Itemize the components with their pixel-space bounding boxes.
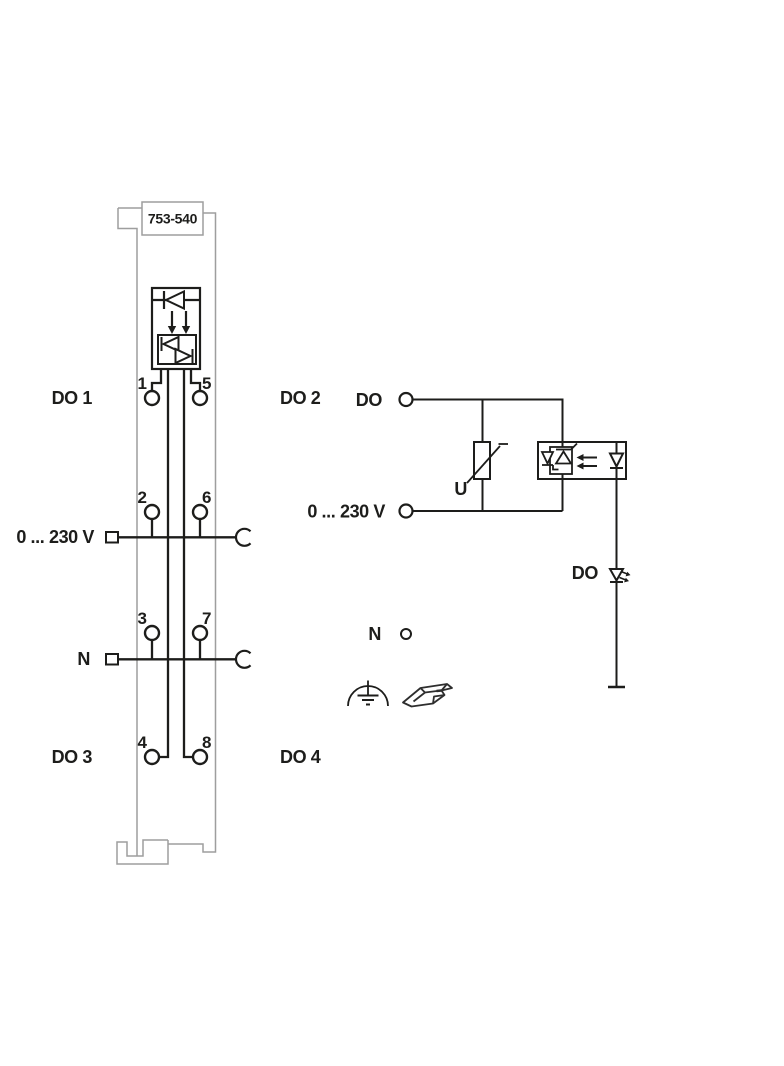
opto-led-icon	[608, 452, 625, 469]
triac-icon	[157, 334, 197, 365]
terminal-number-4: 4	[138, 733, 148, 752]
terminal-number-8: 8	[202, 733, 211, 752]
wire-do4	[182, 369, 193, 759]
module-housing-outline	[116, 207, 217, 865]
bus-label-neutral: N	[77, 649, 90, 669]
din-rail-icon	[402, 683, 453, 708]
schematic-live-terminal	[398, 503, 414, 519]
schematic-do-label: DO	[356, 390, 383, 410]
led-triac-box	[150, 286, 202, 371]
schematic-live-label: 0 ... 230 V	[307, 502, 385, 522]
triac-icon	[540, 442, 578, 471]
continuation-arc-icon	[234, 527, 252, 547]
status-led-icon	[608, 568, 625, 583]
part-number: 753-540	[148, 211, 198, 227]
terminal-number-1: 1	[138, 374, 147, 393]
light-arrows-down-icon	[167, 311, 191, 334]
terminal-number-7: 7	[202, 609, 211, 628]
bus-label-live: 0 ... 230 V	[16, 527, 94, 547]
channel-label-do2: DO 2	[280, 388, 321, 408]
status-led-label: DO	[572, 563, 599, 583]
schematic-neutral-terminal	[400, 628, 412, 640]
do-conductor	[412, 398, 564, 442]
channel-label-do4: DO 4	[280, 747, 321, 767]
terminal-2	[143, 503, 161, 521]
wire-do3	[159, 369, 170, 759]
terminal-4	[143, 748, 161, 766]
equivalent-circuit: DO 0 ... 230 V U	[307, 390, 631, 708]
bus-terminal-square-icon	[105, 531, 119, 544]
functional-earth-icon	[347, 680, 389, 707]
terminal-number-5: 5	[202, 374, 211, 393]
terminal-3	[143, 624, 161, 642]
varistor: U	[454, 399, 508, 511]
terminal-5	[191, 389, 209, 407]
part-number-box	[141, 201, 204, 236]
channel-labels: DO 1 DO 2 DO 3 DO 4	[52, 388, 322, 767]
terminals	[143, 389, 209, 766]
optocoupler-box	[537, 441, 627, 687]
diode-icon	[163, 289, 185, 311]
terminal-6	[191, 503, 209, 521]
neutral-bus: N	[77, 649, 252, 669]
terminal-number-3: 3	[138, 609, 147, 628]
terminal-number-6: 6	[202, 488, 211, 507]
internal-wires	[150, 369, 202, 759]
terminal-number-2: 2	[138, 488, 147, 507]
terminal-8	[191, 748, 209, 766]
wire-do1	[150, 369, 163, 391]
schematic-do-terminal	[398, 391, 414, 408]
bus-terminal-square-icon	[105, 653, 119, 666]
schematic-neutral-label: N	[368, 624, 381, 644]
module-header: 753-540	[141, 201, 204, 236]
live-bus: 0 ... 230 V	[16, 527, 252, 547]
varistor-label: U	[454, 479, 467, 499]
light-arrows-left-icon	[576, 454, 597, 470]
terminal-numbers: 1 5 2 6 3 7 4 8	[138, 374, 212, 752]
terminal-1	[143, 389, 161, 407]
module-outline	[116, 207, 217, 865]
terminal-7	[191, 624, 209, 642]
wire-do2	[189, 369, 202, 391]
continuation-arc-icon	[234, 649, 252, 669]
channel-label-do3: DO 3	[52, 747, 93, 767]
status-led: DO	[572, 563, 631, 583]
channel-label-do1: DO 1	[52, 388, 93, 408]
